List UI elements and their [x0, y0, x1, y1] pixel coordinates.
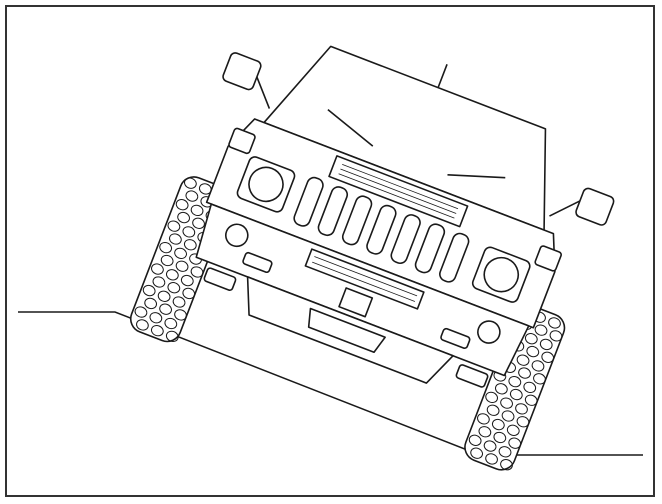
tire-tread-block: [548, 317, 561, 329]
tire-tread-block: [470, 447, 484, 459]
tire-tread-block: [149, 312, 163, 324]
tire-tread-block: [167, 220, 181, 232]
tire-tread-block: [486, 404, 500, 416]
grille-slot: [293, 176, 324, 227]
grille-slot: [414, 223, 446, 274]
tire-tread-block: [190, 204, 204, 217]
tire-tread-block: [152, 276, 166, 288]
tire-tread-block: [160, 254, 174, 267]
tire-tread-block: [524, 333, 538, 345]
tire-tread-block: [493, 431, 507, 444]
right-headlight: [483, 256, 520, 293]
tire-tread-block: [500, 459, 513, 471]
tire-tread-block: [174, 309, 187, 321]
tire-tread-block: [180, 274, 194, 287]
tire-tread-block: [491, 418, 505, 431]
wipers: [327, 108, 506, 179]
grille: [293, 176, 470, 283]
tire-tread-block: [524, 394, 538, 406]
grille-slot: [390, 214, 421, 265]
tire-tread-block: [183, 239, 197, 251]
tire-tread-block: [142, 284, 156, 297]
ground-line: [18, 311, 643, 456]
tire-tread-block: [174, 247, 187, 259]
tire-tread-block: [516, 354, 530, 366]
tire-tread-block: [506, 424, 520, 436]
tire-tread-block: [508, 376, 522, 388]
tire-tread-block: [136, 319, 149, 331]
tire-tread-block: [534, 324, 548, 336]
tire-tread-block: [157, 290, 171, 302]
tire-tread-block: [172, 296, 186, 308]
tire-tread-block: [516, 416, 530, 428]
tire-tread-block: [541, 351, 555, 363]
grille-slot: [317, 186, 349, 237]
grille-slot: [439, 232, 470, 283]
tire-tread-block: [539, 338, 553, 351]
tire-tread-block: [165, 269, 179, 281]
tire-tread-block: [526, 345, 540, 358]
tire-tread-block: [185, 190, 199, 202]
tire-tread-block: [192, 217, 205, 229]
vehicle-drawing: [129, 45, 615, 471]
tire-tread-block: [549, 330, 563, 342]
tire-tread-block: [164, 317, 178, 330]
skid-plate: [246, 276, 454, 384]
hood-vent-slats: [338, 163, 459, 219]
tire-tread-block: [159, 241, 173, 254]
tire-tread-block: [167, 282, 181, 294]
tire-tread-block: [168, 233, 182, 245]
tire-tread-block: [175, 260, 189, 272]
tire-tread-block: [501, 410, 515, 422]
right-fog-light: [477, 320, 501, 344]
tire-tread-block: [468, 434, 482, 446]
tire-tread-block: [144, 297, 158, 310]
tire-tread-block: [485, 391, 499, 404]
antenna: [437, 63, 448, 88]
tire-tread-block: [498, 446, 512, 458]
tire-tread-block: [515, 403, 528, 415]
tire-tread-block: [523, 381, 537, 394]
tire-tread-block: [134, 306, 148, 318]
tire-tread-block: [518, 367, 531, 379]
tire-tread-block: [478, 426, 492, 438]
left-mirror: [222, 52, 262, 91]
right-marker-light: [534, 245, 562, 272]
tire-tread-block: [175, 199, 189, 211]
tire-tread-block: [509, 388, 523, 401]
tire-tread-block: [485, 453, 498, 465]
tow-hitch: [338, 287, 374, 318]
tire-tread-block: [531, 360, 545, 372]
tire-tread-block: [177, 211, 191, 224]
tire-tread-block: [150, 325, 164, 337]
grille-slot: [341, 195, 373, 246]
tire-tread-block: [151, 263, 164, 275]
left-headlight: [248, 166, 284, 203]
right-mirror: [575, 187, 615, 226]
tire-tread-block: [159, 303, 172, 315]
tire-tread-block: [508, 437, 522, 449]
tire-tread-block: [494, 383, 508, 395]
tire-tread-block: [190, 266, 204, 278]
tire-tread-block: [182, 226, 196, 238]
tire-tread-block: [500, 397, 513, 409]
tire-tread-block: [477, 413, 490, 425]
tire-tread-block: [184, 177, 197, 189]
grille-slot: [366, 204, 397, 255]
left-marker-light: [228, 127, 256, 155]
tire-tread-block: [165, 330, 179, 343]
tire-tread-block: [483, 440, 497, 452]
tire-tread-block: [533, 373, 546, 385]
tire-tread-block: [182, 287, 196, 300]
left-fog-light: [224, 223, 249, 248]
